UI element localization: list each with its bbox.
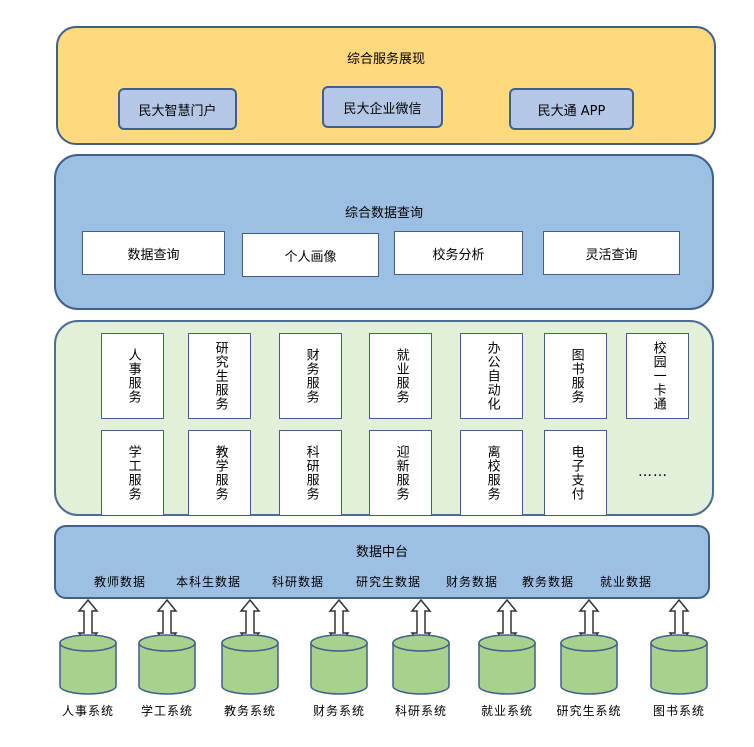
data-label: 就业数据 <box>600 575 653 589</box>
database-cylinder-top <box>392 634 450 652</box>
system-label: 图书系统 <box>652 704 706 718</box>
services-layer: 人事服务 研究生服务 财务服务 就业服务 办公自动化 图书服务 校园一卡通 学工… <box>54 320 714 516</box>
system-label: 财务系统 <box>312 704 366 718</box>
database-cylinder-icon <box>310 642 368 695</box>
database-cylinder-icon <box>138 642 196 695</box>
service-box: 财务服务 <box>279 333 342 419</box>
personal-profile-box: 个人画像 <box>242 233 379 277</box>
app-box: 民大通 APP <box>509 88 634 130</box>
more-ellipsis: …… <box>638 464 668 480</box>
data-middle-platform: 数据中台 教师数据 本科生数据 科研数据 研究生数据 财务数据 教务数据 就业数… <box>54 525 710 599</box>
system-label: 教务系统 <box>223 704 277 718</box>
database-cylinder-icon <box>560 642 618 695</box>
data-label: 财务数据 <box>446 575 499 589</box>
system-label: 研究生系统 <box>556 704 622 718</box>
middle-title: 数据中台 <box>355 545 408 560</box>
query-title: 综合数据查询 <box>344 206 423 221</box>
database-cylinder-icon <box>478 642 536 695</box>
system-label: 科研系统 <box>394 704 448 718</box>
system-label: 人事系统 <box>61 704 115 718</box>
database-cylinder-top <box>560 634 618 652</box>
service-box: 图书服务 <box>544 333 607 419</box>
service-box: 迎新服务 <box>369 430 432 516</box>
database-cylinder-top <box>221 634 279 652</box>
database-cylinder-icon <box>221 642 279 695</box>
service-box: 校园一卡通 <box>626 333 689 419</box>
school-analysis-box: 校务分析 <box>394 231 523 275</box>
presentation-title: 综合服务展现 <box>346 52 425 67</box>
database-cylinder-icon <box>392 642 450 695</box>
service-box: 学工服务 <box>101 430 164 516</box>
database-cylinder-top <box>59 634 117 652</box>
service-box: 科研服务 <box>279 430 342 516</box>
portal-box: 民大智慧门户 <box>118 88 237 130</box>
service-box: 电子支付 <box>544 430 607 516</box>
service-box: 教学服务 <box>188 430 251 516</box>
service-box: 办公自动化 <box>460 333 523 419</box>
system-label: 就业系统 <box>480 704 534 718</box>
flexible-query-box: 灵活查询 <box>543 231 680 275</box>
service-box: 就业服务 <box>369 333 432 419</box>
presentation-layer: 综合服务展现 民大智慧门户 民大企业微信 民大通 APP <box>56 26 716 145</box>
data-label: 研究生数据 <box>356 575 422 589</box>
database-cylinder-icon <box>59 642 117 695</box>
database-cylinder-icon <box>650 642 708 695</box>
database-cylinder-top <box>478 634 536 652</box>
data-label: 本科生数据 <box>176 575 242 589</box>
data-query-box: 数据查询 <box>82 231 225 275</box>
service-box: 人事服务 <box>101 333 164 419</box>
data-label: 科研数据 <box>272 575 325 589</box>
query-layer: 综合数据查询 数据查询 个人画像 校务分析 灵活查询 <box>54 154 714 310</box>
system-label: 学工系统 <box>140 704 194 718</box>
service-box: 研究生服务 <box>188 333 251 419</box>
database-cylinder-top <box>138 634 196 652</box>
data-label: 教务数据 <box>522 575 575 589</box>
database-cylinder-top <box>650 634 708 652</box>
data-label: 教师数据 <box>94 575 147 589</box>
service-box: 离校服务 <box>460 430 523 516</box>
wechat-box: 民大企业微信 <box>322 86 443 128</box>
database-cylinder-top <box>310 634 368 652</box>
